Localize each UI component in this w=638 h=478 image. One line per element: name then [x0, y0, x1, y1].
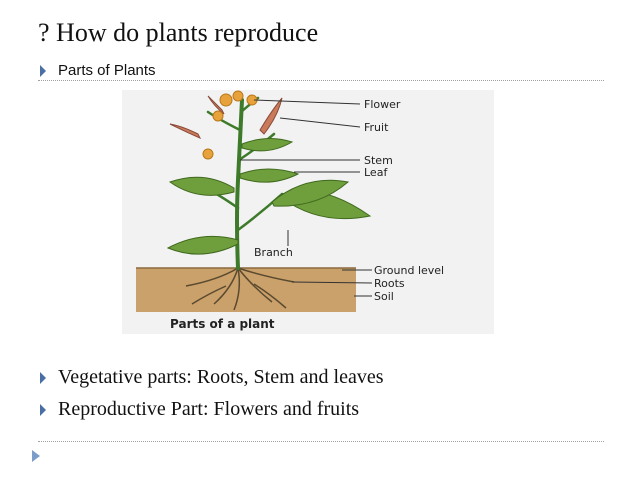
roots-drawing [185, 267, 295, 311]
flowers-drawing [202, 90, 258, 160]
label-branch: Branch [254, 246, 293, 259]
label-leaf: Leaf [364, 166, 388, 179]
label-fruit: Fruit [364, 121, 389, 134]
fruits-drawing [169, 95, 283, 139]
bullet-triangle-icon [40, 403, 46, 416]
pointer-lines [240, 99, 373, 297]
leaves-drawing [166, 138, 372, 255]
label-flower: Flower [364, 98, 401, 111]
bullet-text: Reproductive Part: Flowers and fruits [58, 398, 360, 420]
plant-parts-diagram: Flower Fruit Stem Leaf Branch Ground lev… [122, 90, 494, 334]
bullet-triangle-icon [40, 371, 46, 384]
top-divider [38, 80, 604, 81]
label-stem: Stem [364, 154, 393, 167]
bottom-divider [38, 441, 604, 442]
diagram-caption: Parts of a plant [170, 317, 275, 331]
label-soil: Soil [374, 290, 394, 303]
bullet-text: Vegetative parts: Roots, Stem and leaves [58, 366, 384, 388]
slide-title: ? How do plants reproduce [38, 18, 319, 47]
label-roots: Roots [374, 277, 405, 290]
soil-area [136, 268, 356, 312]
bullet-reproductive: Reproductive Part: Flowers and fruits [40, 398, 359, 421]
bullet-triangle-icon [40, 64, 46, 77]
bullet-vegetative: Vegetative parts: Roots, Stem and leaves [40, 366, 383, 389]
subheading-text: Parts of Plants [58, 62, 156, 79]
corner-triangle-icon [32, 450, 40, 462]
label-ground-level: Ground level [374, 264, 444, 277]
subheading-bullet: Parts of Plants [40, 62, 156, 79]
